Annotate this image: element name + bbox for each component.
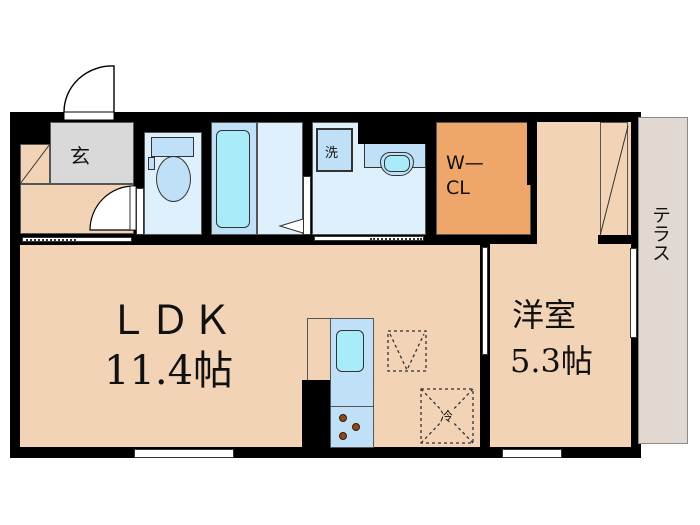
genkan-label: 玄 <box>70 144 90 168</box>
terrace-label: テラス <box>649 205 671 262</box>
wcl-label-line2: CL <box>446 177 470 199</box>
stove-burner-2 <box>352 423 360 431</box>
western-room <box>490 244 631 447</box>
partition-sliding-door <box>482 247 488 355</box>
washroom-wall-notch <box>358 118 426 144</box>
wcl-label-line1: W— <box>446 152 484 174</box>
stove-divider <box>330 406 374 407</box>
ldk-size: 11.4帖 <box>104 348 234 394</box>
kitchen-counter-outline <box>307 318 331 382</box>
stove-burner-1 <box>339 414 347 422</box>
western-south-window <box>502 449 562 458</box>
bath-wash-area <box>257 122 303 235</box>
sink-basin <box>384 155 410 172</box>
toilet-tank <box>151 137 194 157</box>
washroom-sliding-door <box>314 236 424 241</box>
western-east-window <box>630 248 637 338</box>
toilet-door <box>136 188 144 235</box>
hall-sliding-door <box>22 237 132 242</box>
hallway-door-icon <box>89 185 137 231</box>
kitchen-wall-block <box>302 380 334 452</box>
toilet-paper-holder <box>148 157 155 170</box>
western-room-size: 5.3帖 <box>510 342 593 380</box>
washroom-sliding-dots <box>370 238 422 240</box>
closet-diagonal <box>599 125 629 237</box>
western-room-name: 洋室 <box>512 296 577 334</box>
toilet-bowl-icon <box>156 156 191 202</box>
ldk-south-window <box>134 449 234 458</box>
appliance-space-icon <box>387 330 427 372</box>
walk-in-closet <box>436 122 531 235</box>
shoe-cabinet-diagonal <box>19 143 51 185</box>
entrance-door-icon <box>63 65 115 121</box>
bathtub-icon <box>216 130 250 228</box>
washer-label: 洗 <box>325 146 339 161</box>
ldk-name: ＬＤＫ <box>108 298 234 344</box>
terrace <box>638 117 688 444</box>
bath-folding-door-icon <box>278 218 304 234</box>
bath-door-frame <box>303 176 311 235</box>
ldk-room <box>20 245 480 447</box>
stove-burner-3 <box>339 432 347 440</box>
genkan-area <box>50 122 134 184</box>
wcl-side-wall <box>527 118 537 185</box>
hall-sliding-door-dots <box>26 239 76 241</box>
closet-bottom-wall <box>598 235 638 245</box>
fridge-label: 冷 <box>440 406 454 425</box>
washer-pan <box>316 128 353 172</box>
kitchen-sink-icon <box>336 330 364 372</box>
